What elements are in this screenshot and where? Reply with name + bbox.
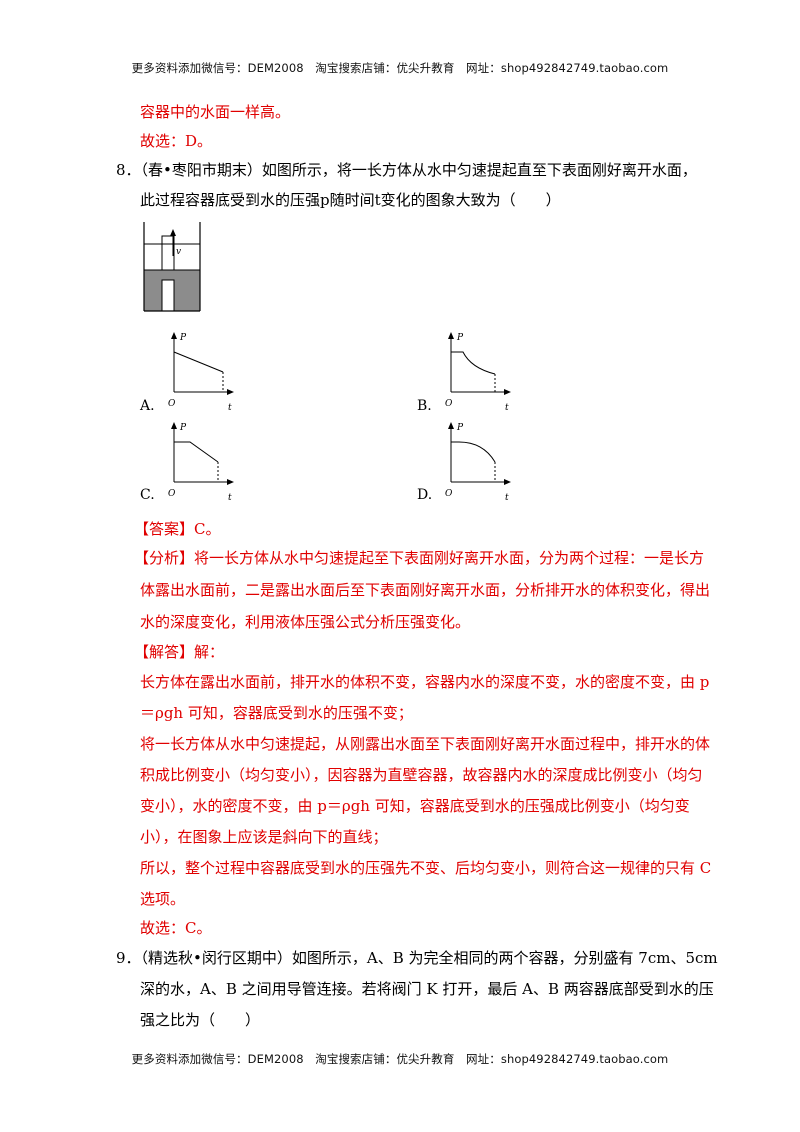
q8-solution-line-3: 将一长方体从水中匀速提起，从刚露出水面至下表面刚好离开水面过程中，排开水的体 bbox=[140, 735, 711, 753]
prev-line-1: 容器中的水面一样高。 bbox=[140, 103, 291, 121]
q8-solution-line-1: 长方体在露出水面前，排开水的体积不变，容器内水的深度不变，水的密度不变，由 p bbox=[140, 673, 710, 691]
option-a-graph: P O t bbox=[168, 332, 234, 413]
q8-answer: 【答案】C。 bbox=[134, 520, 221, 538]
q8-solution-line-5: 变小），水的密度不变，由 p＝ρgh 可知，容器底受到水的压强成比例变小（均匀变 bbox=[140, 797, 690, 815]
q9-stem-line-1: 9．（精选秋•闵行区期中）如图所示，A、B 为完全相同的两个容器，分别盛有 7c… bbox=[116, 949, 718, 967]
option-b-p-label: P bbox=[456, 333, 464, 343]
option-c-graph: P O t bbox=[168, 422, 234, 503]
prev-answer: 故选：D。 bbox=[140, 132, 213, 150]
q8-stem-line-2: 此过程容器底受到水的压强p随时间t变化的图象大致为（ ） bbox=[140, 191, 561, 209]
velocity-label: v bbox=[176, 247, 181, 257]
q8-conclusion: 故选：C。 bbox=[140, 919, 212, 937]
option-b-letter: B. bbox=[417, 398, 432, 414]
option-a-letter: A. bbox=[140, 398, 155, 414]
page-footer: 更多资料添加微信号：DEM2008 淘宝搜索店铺：优尖升教育 网址：shop49… bbox=[131, 1052, 669, 1066]
option-d-p-label: P bbox=[456, 423, 464, 433]
option-d-t-label: t bbox=[505, 493, 509, 503]
q8-stem-line-1: 8．（春•枣阳市期末）如图所示，将一长方体从水中匀速提起直至下表面刚好离开水面， bbox=[116, 161, 697, 179]
option-d-graph: P O t bbox=[445, 422, 511, 503]
q8-solution-line-4: 积成比例变小（均匀变小），因容器为直壁容器，故容器内水的深度成比例变小（均匀 bbox=[140, 766, 703, 784]
option-c-p-label: P bbox=[179, 423, 187, 433]
q8-analysis-line-3: 水的深度变化，利用液体压强公式分析压强变化。 bbox=[140, 613, 471, 631]
container-figure: v bbox=[143, 222, 201, 312]
option-b-graph: P O t bbox=[445, 332, 511, 413]
q8-solution-line-2: ＝ρgh 可知，容器底受到水的压强不变； bbox=[140, 704, 413, 722]
q8-analysis-line-1: 【分析】将一长方体从水中匀速提起至下表面刚好离开水面，分为两个过程：一是长方 bbox=[134, 549, 705, 567]
q9-stem-line-3: 强之比为（ ） bbox=[140, 1011, 261, 1029]
option-d-letter: D. bbox=[417, 487, 433, 503]
option-a-p-label: P bbox=[179, 333, 187, 343]
option-a-origin: O bbox=[168, 399, 176, 409]
q8-solution-title: 【解答】解： bbox=[134, 643, 225, 661]
option-b-origin: O bbox=[445, 399, 453, 409]
q8-solution-line-8: 选项。 bbox=[140, 890, 186, 908]
option-b-t-label: t bbox=[505, 403, 509, 413]
q8-solution-line-7: 所以，整个过程中容器底受到水的压强先不变、后均匀变小，则符合这一规律的只有 C bbox=[140, 859, 712, 877]
option-a-t-label: t bbox=[228, 403, 232, 413]
option-c-origin: O bbox=[168, 489, 176, 499]
option-c-letter: C. bbox=[140, 487, 155, 503]
page-header: 更多资料添加微信号：DEM2008 淘宝搜索店铺：优尖升教育 网址：shop49… bbox=[131, 61, 669, 75]
q9-stem-line-2: 深的水，A、B 之间用导管连接。若将阀门 K 打开，最后 A、B 两容器底部受到… bbox=[140, 980, 714, 998]
q8-analysis-line-2: 体露出水面前，二是露出水面后至下表面刚好离开水面，分析排开水的体积变化，得出 bbox=[140, 581, 711, 599]
option-c-t-label: t bbox=[228, 493, 232, 503]
option-d-origin: O bbox=[445, 489, 453, 499]
q8-solution-line-6: 小），在图象上应该是斜向下的直线； bbox=[140, 828, 388, 846]
